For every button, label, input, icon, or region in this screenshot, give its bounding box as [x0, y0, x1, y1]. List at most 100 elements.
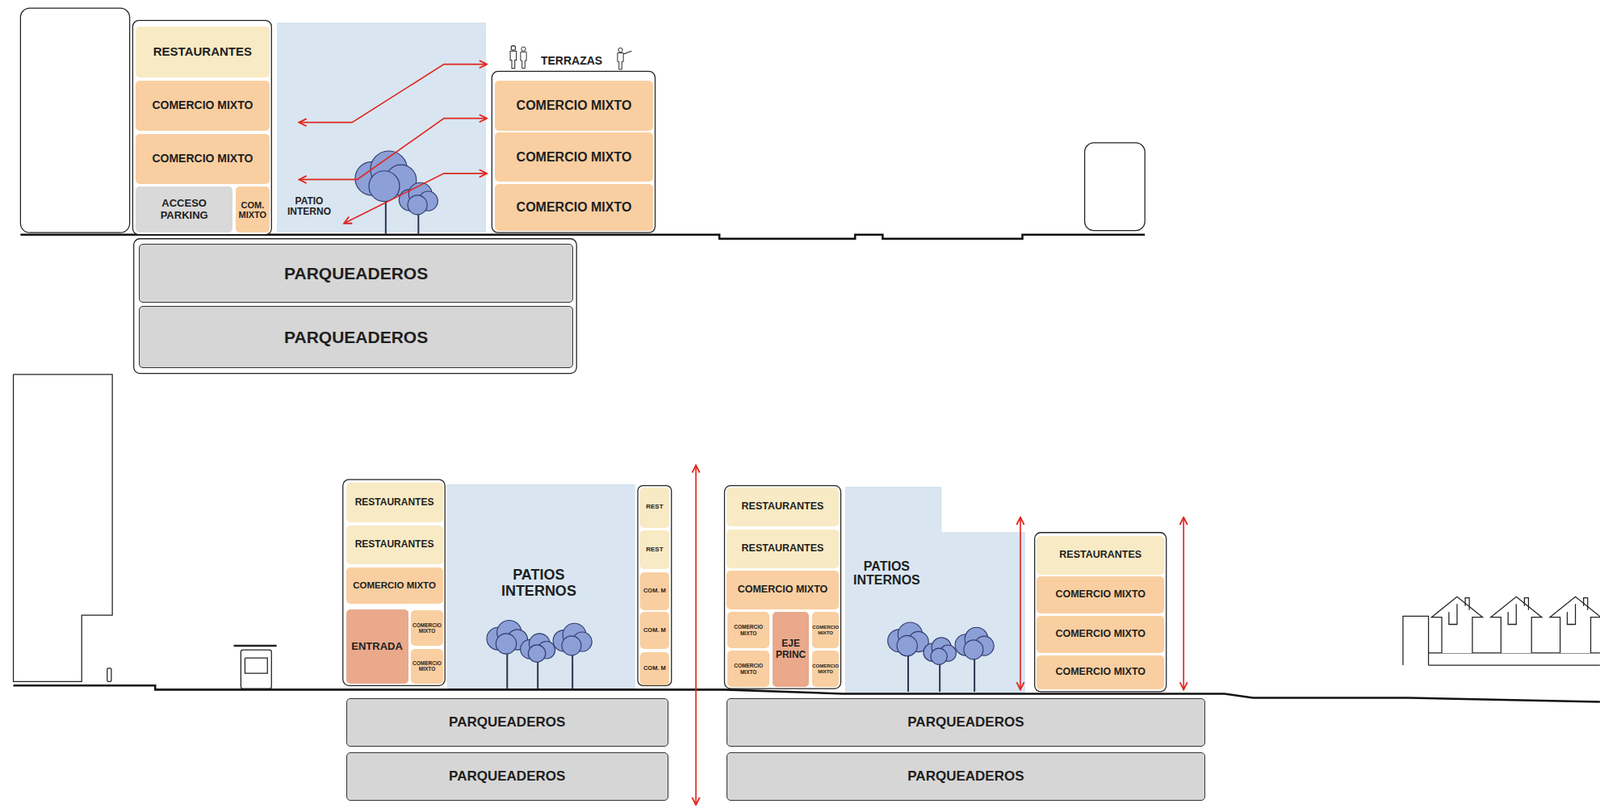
person-figure	[617, 47, 624, 70]
use-label: COMERCIO MIXTO	[812, 663, 839, 675]
house-detail	[1507, 603, 1517, 625]
use-label: EJE PRINC	[772, 638, 810, 660]
person-body	[510, 50, 517, 68]
restaurant-box: RESTAURANTES	[135, 26, 270, 78]
person-body	[617, 53, 624, 70]
parking-box: PARQUEADEROS	[138, 243, 574, 303]
kiosk-window	[244, 657, 268, 674]
use-label: PARQUEADEROS	[348, 715, 666, 731]
retail-box: COM. M	[640, 572, 671, 611]
entrance-box: ENTRADA	[346, 609, 409, 684]
patio-shape	[845, 486, 1027, 695]
neighbour-building	[1084, 142, 1146, 231]
patio-band: PATIOS INTERNOS	[447, 484, 637, 689]
retail-box: COMERCIO MIXTO	[410, 610, 443, 646]
restaurant-box: RESTAURANTES	[726, 529, 839, 569]
use-label: ENTRADA	[347, 640, 407, 653]
retail-box: COMERCIO MIXTO	[812, 611, 839, 648]
use-label: RESTAURANTES	[1038, 549, 1163, 562]
retail-box: COM. M	[640, 652, 671, 687]
restaurant-box: RESTAURANTES	[726, 487, 839, 527]
block-outline	[724, 485, 841, 690]
kiosk	[240, 649, 272, 689]
basement-outline	[134, 238, 578, 374]
restaurant-box: REST	[640, 530, 671, 570]
retail-box: COMERCIO MIXTO	[812, 650, 839, 687]
retail-box: COMERCIO MIXTO	[494, 80, 654, 131]
restaurant-box: REST	[640, 487, 671, 528]
retail-box: COMERCIO MIXTO	[1036, 655, 1165, 691]
person-arm	[623, 50, 632, 55]
parking-box: PARQUEADEROS	[346, 752, 669, 802]
use-label: COMERCIO MIXTO	[137, 99, 269, 112]
tree-crown	[930, 648, 947, 665]
restaurant-box: RESTAURANTES	[1036, 536, 1165, 575]
chimney	[1583, 598, 1588, 611]
patio-band: PATIOS INTERNOS	[845, 486, 1027, 695]
use-label: PARQUEADEROS	[141, 327, 571, 347]
patio-label: PATIO INTERNO	[279, 196, 339, 218]
use-label: COM. M	[640, 587, 671, 595]
use-label: COMERCIO MIXTO	[1038, 589, 1163, 601]
use-label: PARQUEADEROS	[728, 715, 1203, 731]
parking-access-box: ACCESO PARKING	[135, 186, 233, 233]
patio-fill	[447, 484, 637, 689]
use-label: COMERCIO MIXTO	[812, 624, 839, 636]
restaurant-box: RESTAURANTES	[346, 525, 444, 565]
patio-band: PATIO INTERNO	[276, 22, 486, 233]
use-label: COMERCIO MIXTO	[496, 98, 652, 114]
height-arrow	[1019, 517, 1022, 691]
use-label: COM. MIXTO	[235, 200, 270, 220]
restaurant-box: RESTAURANTES	[346, 482, 444, 523]
use-label: PARQUEADEROS	[141, 263, 571, 283]
use-label: COM. M	[640, 627, 671, 634]
parking-box: PARQUEADEROS	[346, 698, 669, 748]
block-outline	[637, 485, 672, 687]
retail-box: COMERCIO MIXTO	[727, 650, 770, 687]
retail-box: COMERCIO MIXTO	[726, 570, 839, 610]
use-label: RESTAURANTES	[137, 45, 269, 59]
use-label: COMERCIO MIXTO	[410, 622, 443, 634]
use-label: COMERCIO MIXTO	[496, 200, 652, 215]
tree-crown	[495, 633, 516, 654]
use-label: COM. M	[640, 665, 671, 672]
tree-crown	[896, 635, 918, 656]
block-outline	[132, 20, 272, 235]
person-head	[618, 47, 623, 52]
neighbour-building	[20, 8, 130, 233]
tree-crown	[368, 171, 400, 202]
tree-crown	[963, 640, 984, 660]
patio-label: PATIOS INTERNOS	[846, 559, 928, 588]
use-label: COMERCIO MIXTO	[137, 152, 269, 165]
retail-box: COMERCIO MIXTO	[135, 80, 270, 131]
use-label: COMERCIO MIXTO	[728, 624, 768, 636]
person-figure	[520, 46, 527, 69]
block-outline	[343, 479, 445, 686]
tree-crown	[527, 645, 545, 662]
tree-crown	[407, 195, 428, 215]
patio-fill	[845, 486, 1027, 695]
parking-box: PARQUEADEROS	[726, 698, 1206, 748]
neighbour-building	[13, 374, 114, 682]
block-outline	[491, 71, 655, 233]
person-body	[520, 51, 527, 68]
retail-box: COMERCIO MIXTO	[410, 649, 443, 684]
ground-line	[20, 234, 1145, 239]
person-figure	[510, 46, 517, 69]
terrace-label: TERRAZAS	[540, 54, 603, 68]
use-label: COMERCIO MIXTO	[410, 660, 443, 672]
house-detail	[1566, 603, 1575, 625]
use-label: COMERCIO MIXTO	[1038, 666, 1163, 679]
retail-box: COM. MIXTO	[235, 186, 270, 233]
use-label: PARQUEADEROS	[348, 769, 666, 785]
house-base	[1428, 664, 1600, 666]
house	[1549, 596, 1600, 654]
use-label: COMERCIO MIXTO	[728, 662, 768, 675]
retail-box: COMERCIO MIXTO	[1036, 576, 1165, 614]
retail-box: COMERCIO MIXTO	[727, 611, 770, 648]
use-label: COMERCIO MIXTO	[728, 584, 838, 596]
use-label: ACCESO PARKING	[137, 197, 231, 222]
use-label: REST	[640, 503, 671, 511]
entrance-box: EJE PRINC	[772, 611, 810, 687]
